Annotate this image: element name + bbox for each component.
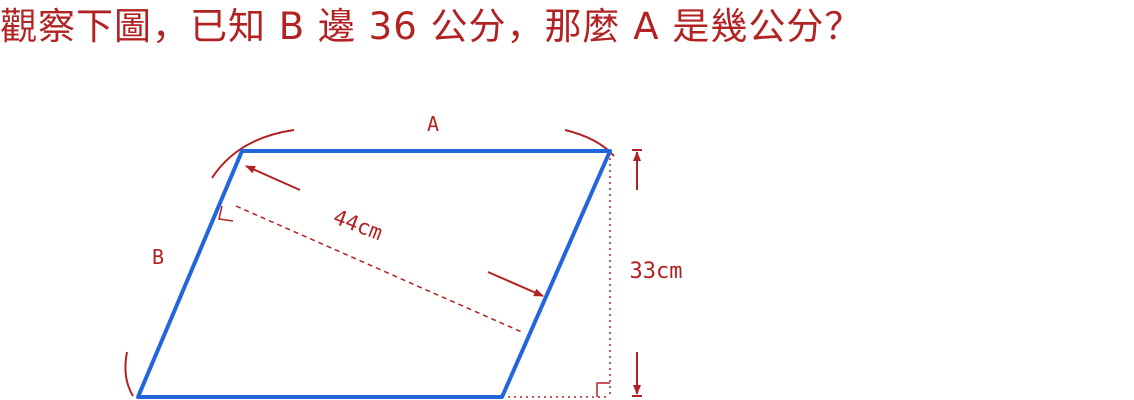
vertical-height-label: 33cm (630, 259, 683, 284)
question-text: 觀察下圖，已知 B 邊 36 公分，那麼 A 是幾公分？ (0, 5, 863, 48)
top-left-compass-arc (211, 129, 295, 179)
perpendicular-arrow-bottom (487, 271, 544, 297)
perpendicular-height-label: 44cm (330, 205, 386, 246)
side-a-label: A (427, 112, 439, 136)
left-right-angle-mark (218, 205, 234, 222)
bottom-left-compass-arc (124, 351, 134, 397)
side-b-label: B (152, 245, 164, 269)
perpendicular-height-dashed-line (235, 205, 525, 334)
perpendicular-arrow-top (245, 165, 301, 191)
bottom-right-angle-mark (596, 382, 610, 397)
parallelogram-outline (136, 149, 612, 399)
